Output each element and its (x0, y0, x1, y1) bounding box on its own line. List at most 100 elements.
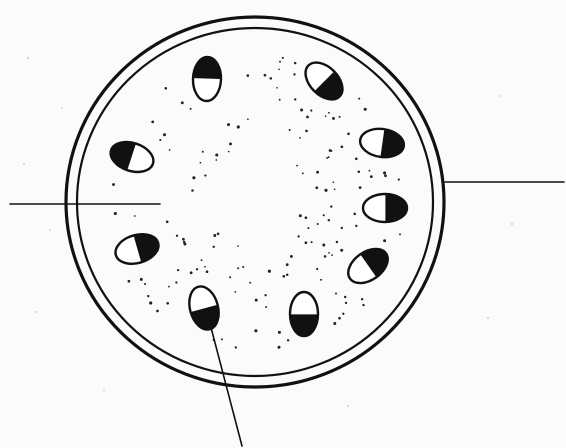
tissue-dot (282, 57, 284, 59)
tissue-dot (297, 235, 299, 237)
tissue-dot (237, 125, 240, 128)
tissue-dot (368, 170, 370, 172)
tissue-dot (300, 109, 303, 112)
tissue-dot (325, 115, 327, 117)
tissue-dot (168, 286, 170, 288)
tissue-dot (221, 338, 223, 340)
tissue-dot (175, 281, 177, 283)
paper-speck (23, 163, 25, 165)
tissue-dot (330, 205, 332, 207)
tissue-dot (328, 252, 330, 254)
tissue-dot (206, 270, 209, 273)
tissue-dot (294, 98, 296, 100)
tissue-dot (190, 271, 193, 274)
tissue-dot (358, 171, 361, 174)
tissue-dot (324, 189, 327, 192)
tissue-dot (358, 98, 360, 100)
tissue-dot (339, 116, 341, 118)
tissue-dot (311, 241, 313, 243)
tissue-dot (229, 276, 231, 278)
tissue-dot (177, 269, 179, 271)
tissue-dot (242, 266, 244, 268)
tissue-dot (227, 123, 230, 126)
tissue-dot (345, 302, 347, 304)
tissue-dot (140, 278, 143, 281)
tissue-dot (169, 149, 171, 151)
tissue-dot (192, 176, 195, 179)
tissue-dot (200, 162, 202, 164)
tissue-dot (306, 116, 309, 119)
paper-speck (511, 223, 513, 225)
tissue-dot (234, 291, 236, 293)
tissue-dot (276, 87, 278, 89)
tissue-dot (299, 137, 301, 139)
tissue-dot (317, 223, 319, 225)
vascular-bundle (358, 126, 405, 160)
tissue-dot (165, 87, 168, 90)
tissue-dot (361, 298, 363, 300)
bundle-outline (342, 242, 394, 290)
tissue-dot (383, 171, 386, 174)
tissue-dot (235, 346, 237, 348)
vascular-bundle (363, 194, 407, 222)
paper-speck (103, 389, 105, 391)
tissue-dot (134, 215, 136, 217)
tissue-dot (182, 238, 185, 241)
tissue-dot (384, 174, 387, 177)
vascular-bundle (299, 56, 350, 107)
tissue-dot (286, 263, 289, 266)
tissue-dot (328, 219, 330, 221)
tissue-dot (264, 294, 266, 296)
tissue-dot (332, 117, 335, 120)
tissue-dot (316, 171, 319, 174)
tissue-dot (213, 246, 215, 248)
tissue-dot (323, 214, 325, 216)
vascular-bundle (192, 57, 222, 102)
vascular-bundle (290, 292, 318, 336)
tissue-dot (147, 295, 149, 297)
tissue-dot (383, 239, 386, 242)
tissue-dot (364, 108, 367, 111)
tissue-dot (114, 212, 117, 215)
tissue-dot (299, 214, 302, 217)
tissue-dot (264, 74, 267, 77)
tissue-dot (247, 118, 249, 120)
tissue-dot (340, 249, 343, 252)
tissue-dot (333, 181, 335, 183)
tissue-dot (353, 213, 356, 216)
tissue-dot (316, 268, 318, 270)
tissue-dot (229, 142, 232, 145)
paper-speck (27, 57, 29, 59)
tissue-dot (149, 301, 152, 304)
tissue-dot (254, 329, 257, 332)
paper-speck (487, 317, 489, 319)
tissue-dot (286, 273, 289, 276)
tissue-dot (310, 109, 312, 111)
tissue-dot (341, 227, 343, 229)
bundle-outline (299, 56, 350, 107)
tissue-dot (255, 299, 258, 302)
tissue-dot (347, 132, 350, 135)
tissue-dot (341, 145, 344, 148)
tissue-dot (278, 331, 281, 334)
tissue-dot (213, 234, 216, 237)
tissue-dot (320, 279, 322, 281)
tissue-dot (398, 179, 400, 181)
paper-speck (35, 311, 37, 313)
tissue-dot (333, 322, 336, 325)
vascular-bundles (107, 56, 407, 336)
tissue-dot (228, 151, 230, 153)
tissue-dot (217, 233, 220, 236)
bundle-dark-half (193, 58, 222, 79)
tissue-dot (336, 241, 338, 243)
tissue-dot (293, 73, 295, 75)
tissue-dot (278, 69, 280, 71)
tissue-dot (322, 244, 325, 247)
tissue-dot (355, 225, 357, 227)
tissue-dot (247, 74, 250, 77)
bundle-dark-half (386, 194, 406, 222)
tissue-dot (305, 241, 308, 244)
tissue-dot (249, 282, 251, 284)
